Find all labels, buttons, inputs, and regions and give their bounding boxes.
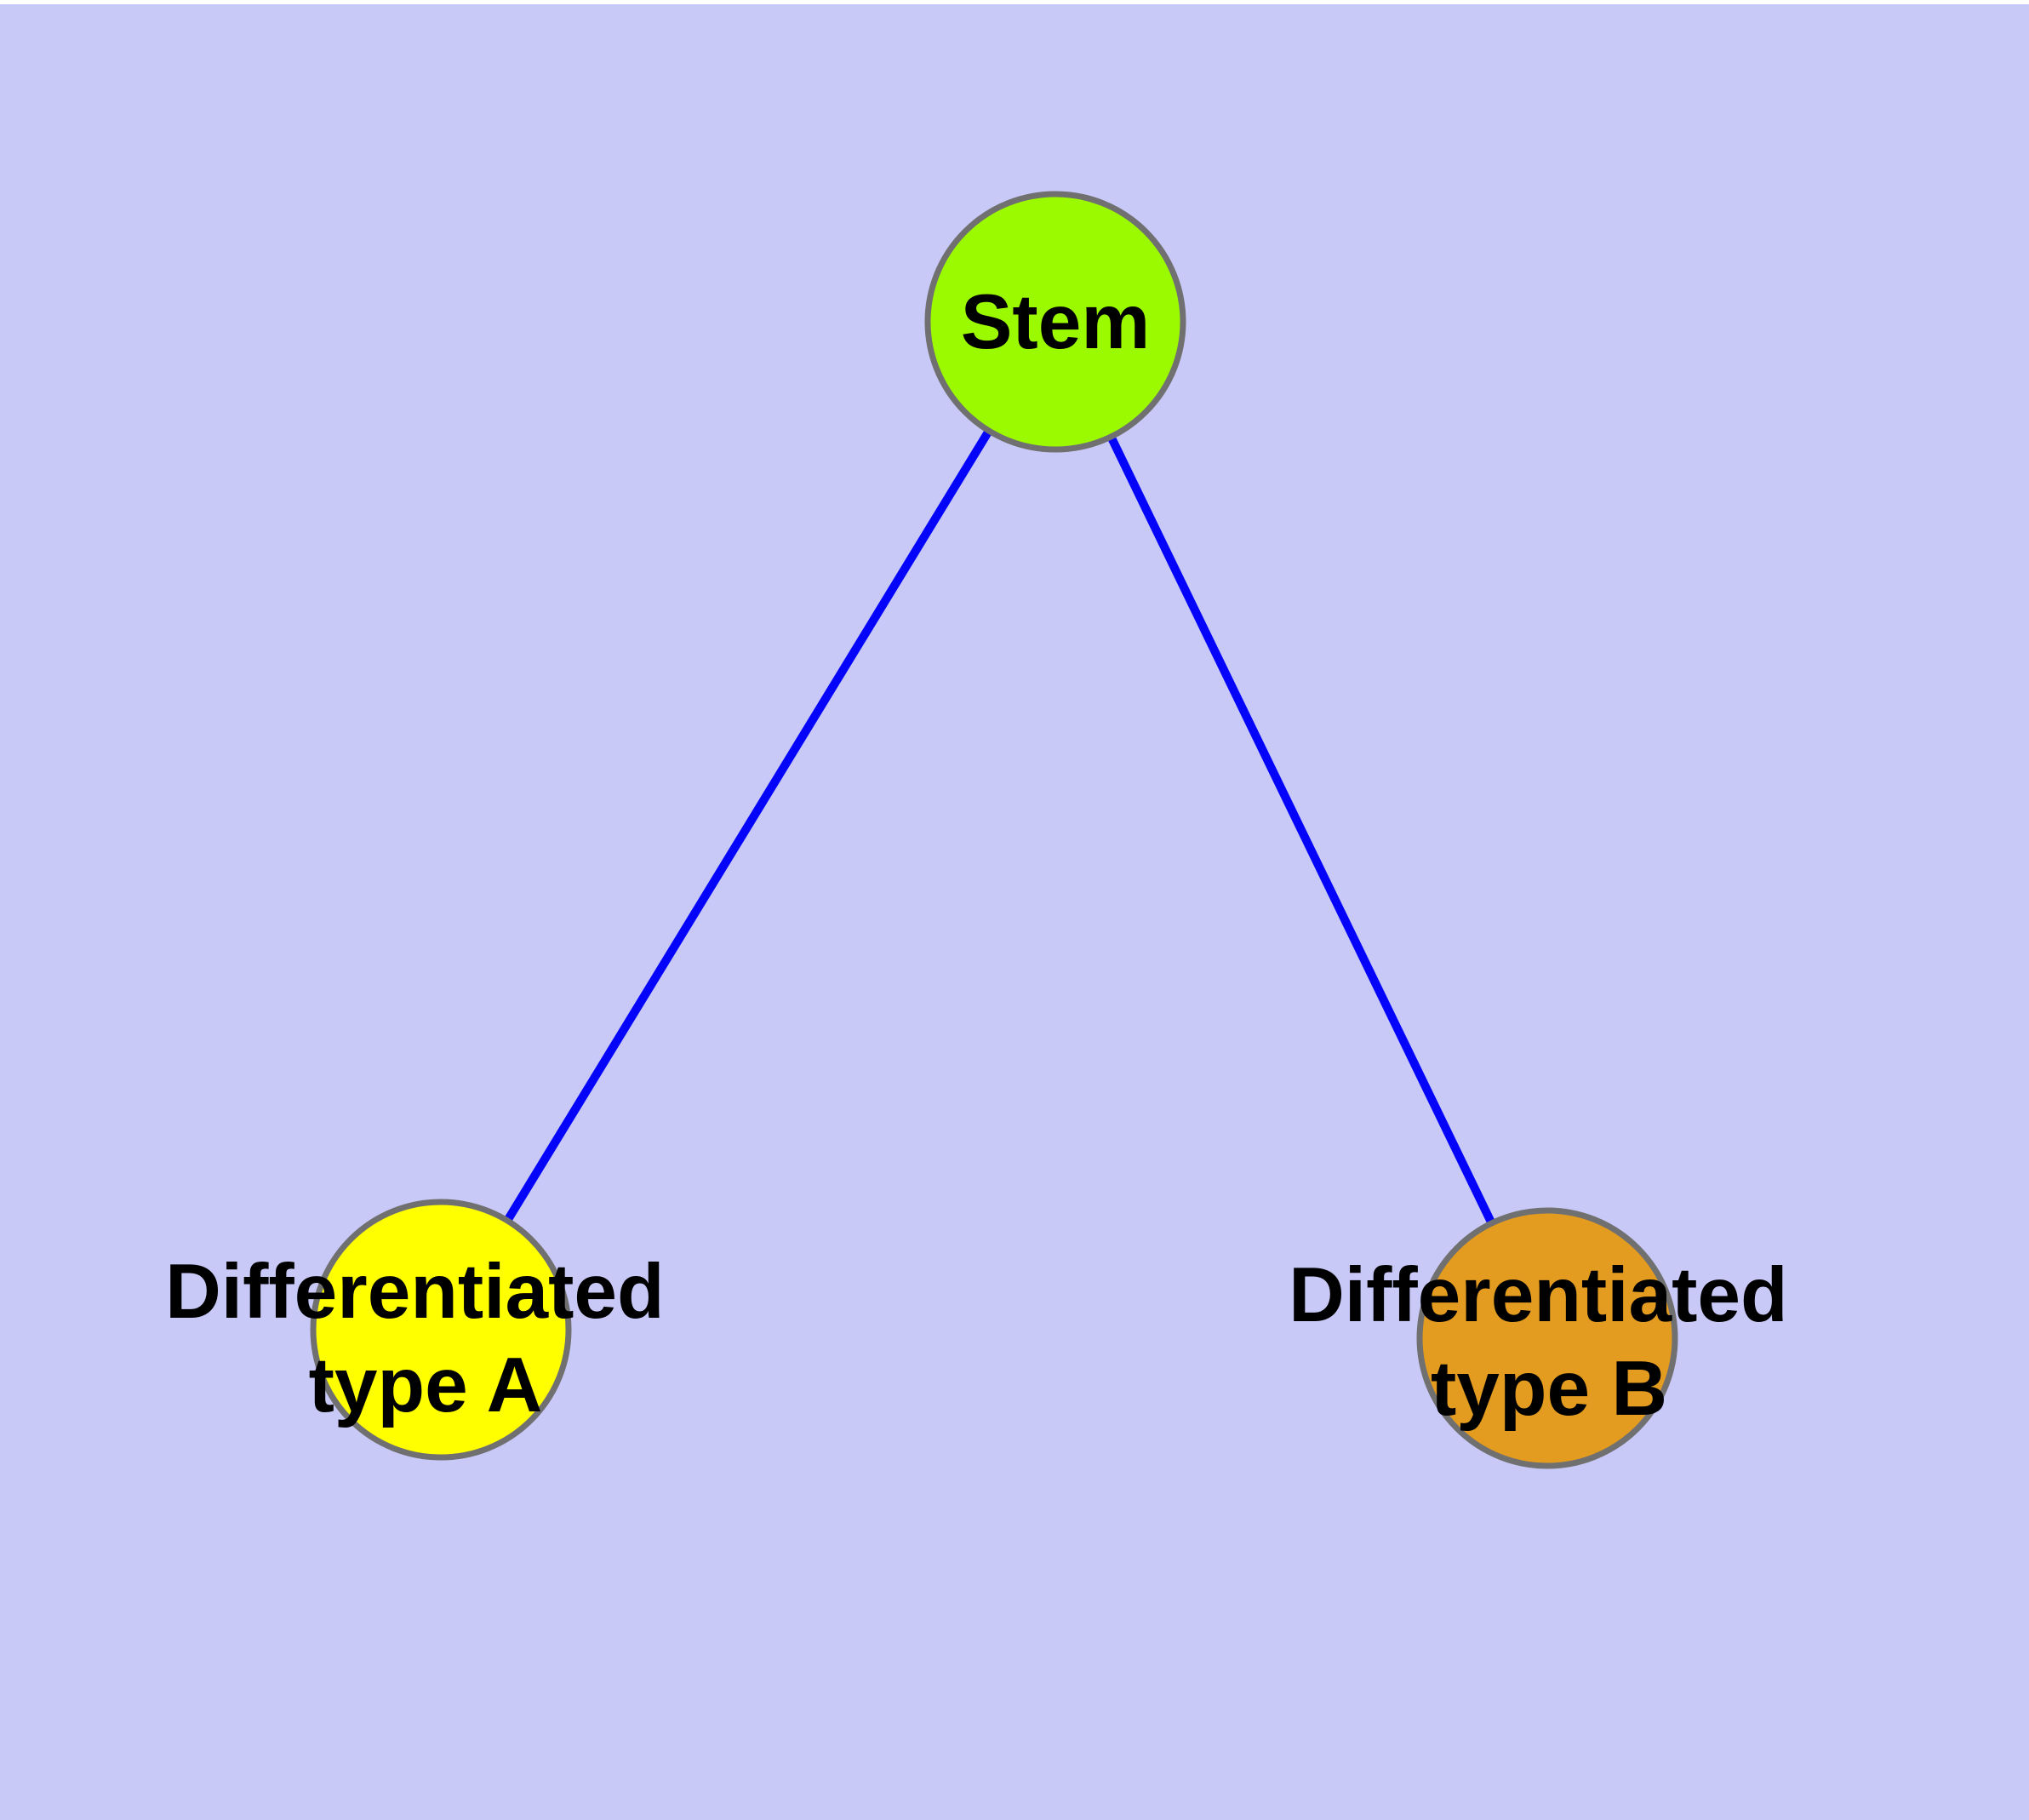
node-type-a-label: Differentiated type A (165, 1249, 686, 1428)
top-strip (0, 0, 2029, 4)
node-stem-circle (924, 191, 1186, 453)
edge-stem-to-type-a (437, 319, 1060, 1332)
node-type-b-circle (1416, 1207, 1678, 1469)
node-type-a-label-line2: type A (309, 1342, 543, 1428)
node-type-a-circle (310, 1199, 572, 1461)
node-type-b-label-line1: Differentiated (1289, 1252, 1788, 1338)
node-type-b-label-line2: type B (1431, 1346, 1667, 1432)
node-type-b-label: Differentiated type B (1289, 1252, 1809, 1432)
edge-stem-to-type-b (1051, 319, 1552, 1341)
node-type-a-label-line1: Differentiated (165, 1249, 665, 1335)
node-stem-label: Stem (961, 279, 1151, 365)
